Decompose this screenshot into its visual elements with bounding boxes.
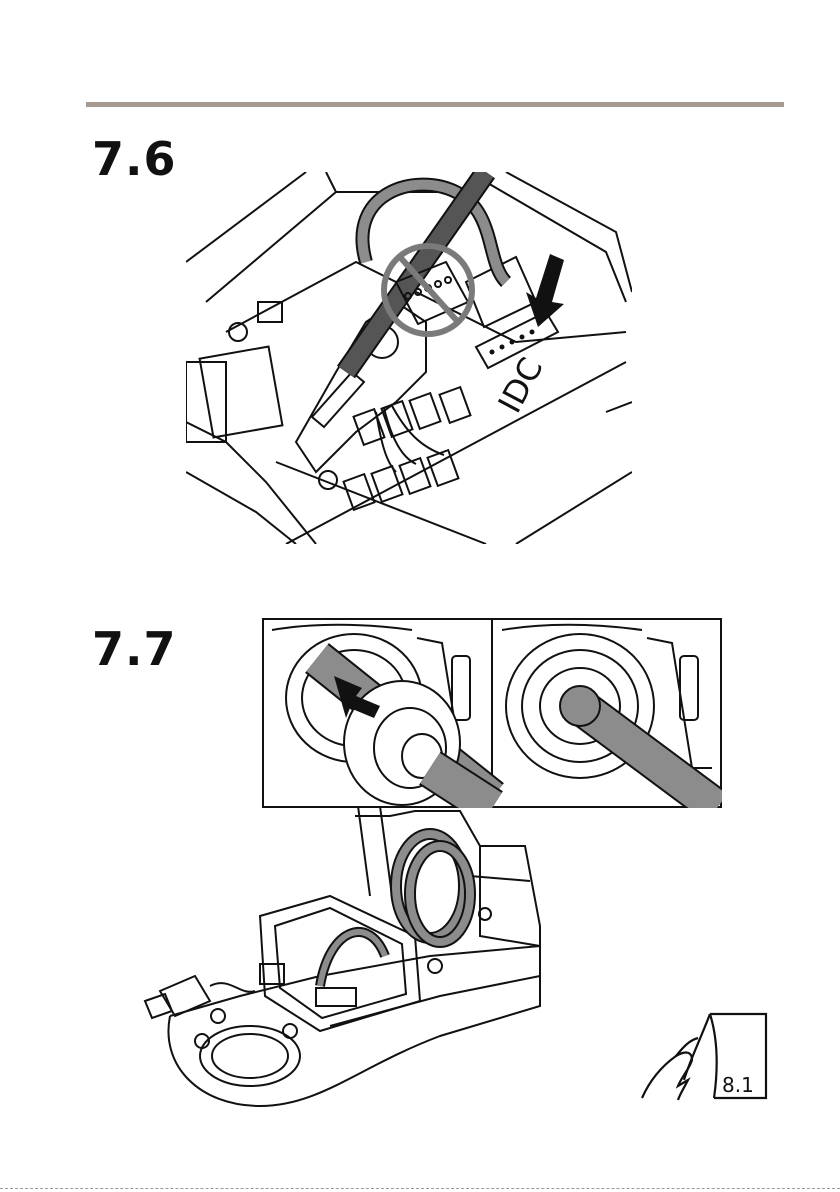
page-edge	[0, 1188, 840, 1189]
figure-housing	[140, 806, 560, 1116]
figure-connector-idc: IDC	[186, 172, 632, 544]
next-step-ref: 8.1	[722, 1073, 754, 1097]
section-divider	[86, 102, 784, 107]
figure-gasket-inset	[262, 618, 722, 808]
step-number-7-7: 7.7	[92, 622, 177, 676]
step-number-7-6: 7.6	[92, 132, 177, 186]
next-step-page-turn: 8.1	[640, 1010, 770, 1102]
